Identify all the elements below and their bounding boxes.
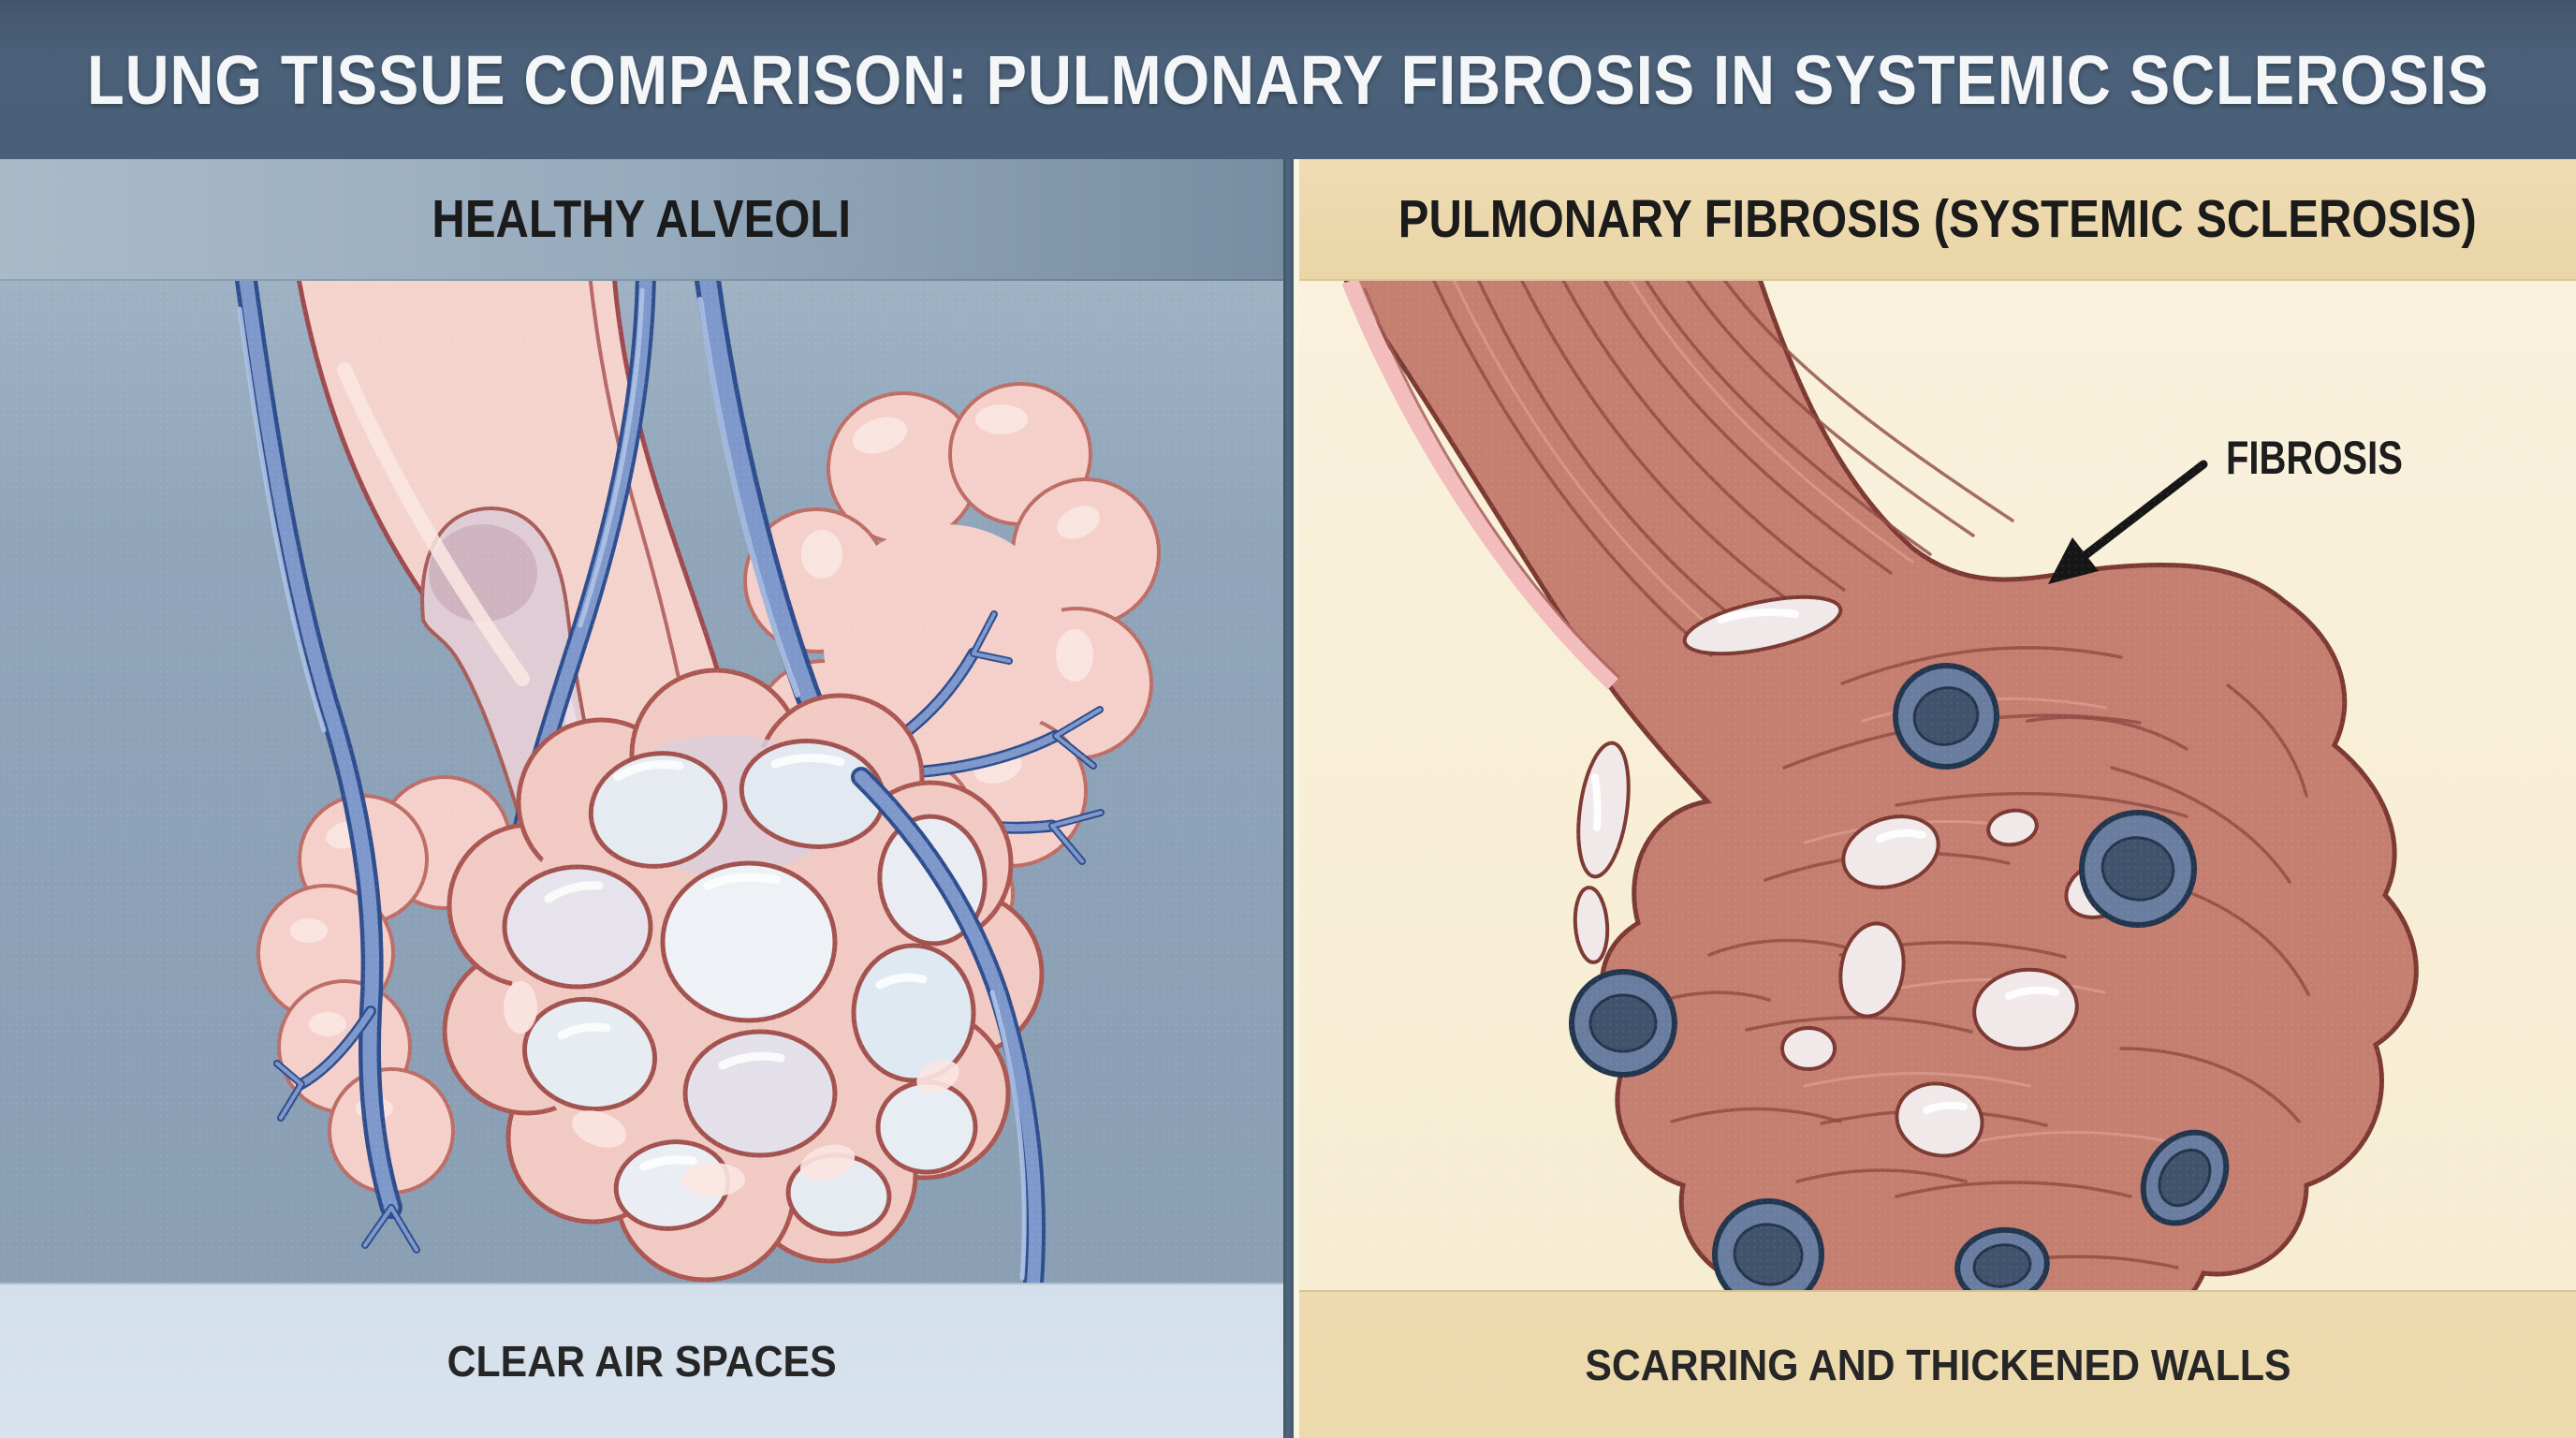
annotation-arrow-icon [2048,460,2208,584]
panel-divider [1283,159,1294,1438]
fibrosis-annotation: FIBROSIS [2226,431,2447,485]
fibrosis-illustration [1341,280,2419,1291]
fibrotic-tissue-mass [1341,280,2419,1291]
pulmonary-vessel-tail [851,766,1046,1284]
fibrosis-panel-header-band: PULMONARY FIBROSIS (SYSTEMIC SCLEROSIS) [1299,159,2576,281]
thickened-vessel-nodules [1569,662,2230,1291]
fibrosis-panel-caption-band: SCARRING AND THICKENED WALLS [1299,1290,2576,1438]
healthy-panel-caption-band: CLEAR AIR SPACES [0,1283,1283,1438]
fibrosis-illustration-area: FIBROSIS [1299,280,2576,1291]
healthy-panel-caption: CLEAR AIR SPACES [446,1337,837,1387]
title-bar: LUNG TISSUE COMPARISON: PULMONARY FIBROS… [0,0,2576,159]
healthy-panel-title: HEALTHY ALVEOLI [432,188,852,249]
fibrosis-panel: PULMONARY FIBROSIS (SYSTEMIC SCLEROSIS) [1294,159,2576,1438]
healthy-panel: HEALTHY ALVEOLI [0,159,1283,1438]
fibrosis-label: FIBROSIS [2226,431,2403,484]
page-title: LUNG TISSUE COMPARISON: PULMONARY FIBROS… [86,40,2490,119]
healthy-illustration-area [0,280,1283,1284]
healthy-alveoli-illustration [234,280,1161,1284]
healthy-panel-header-band: HEALTHY ALVEOLI [0,159,1283,281]
fibrosis-panel-caption: SCARRING AND THICKENED WALLS [1584,1341,2291,1390]
fibrosis-panel-title: PULMONARY FIBROSIS (SYSTEMIC SCLEROSIS) [1398,188,2478,249]
pulmonary-vessel-left [234,280,420,1254]
panel-row: HEALTHY ALVEOLI [0,159,2576,1438]
